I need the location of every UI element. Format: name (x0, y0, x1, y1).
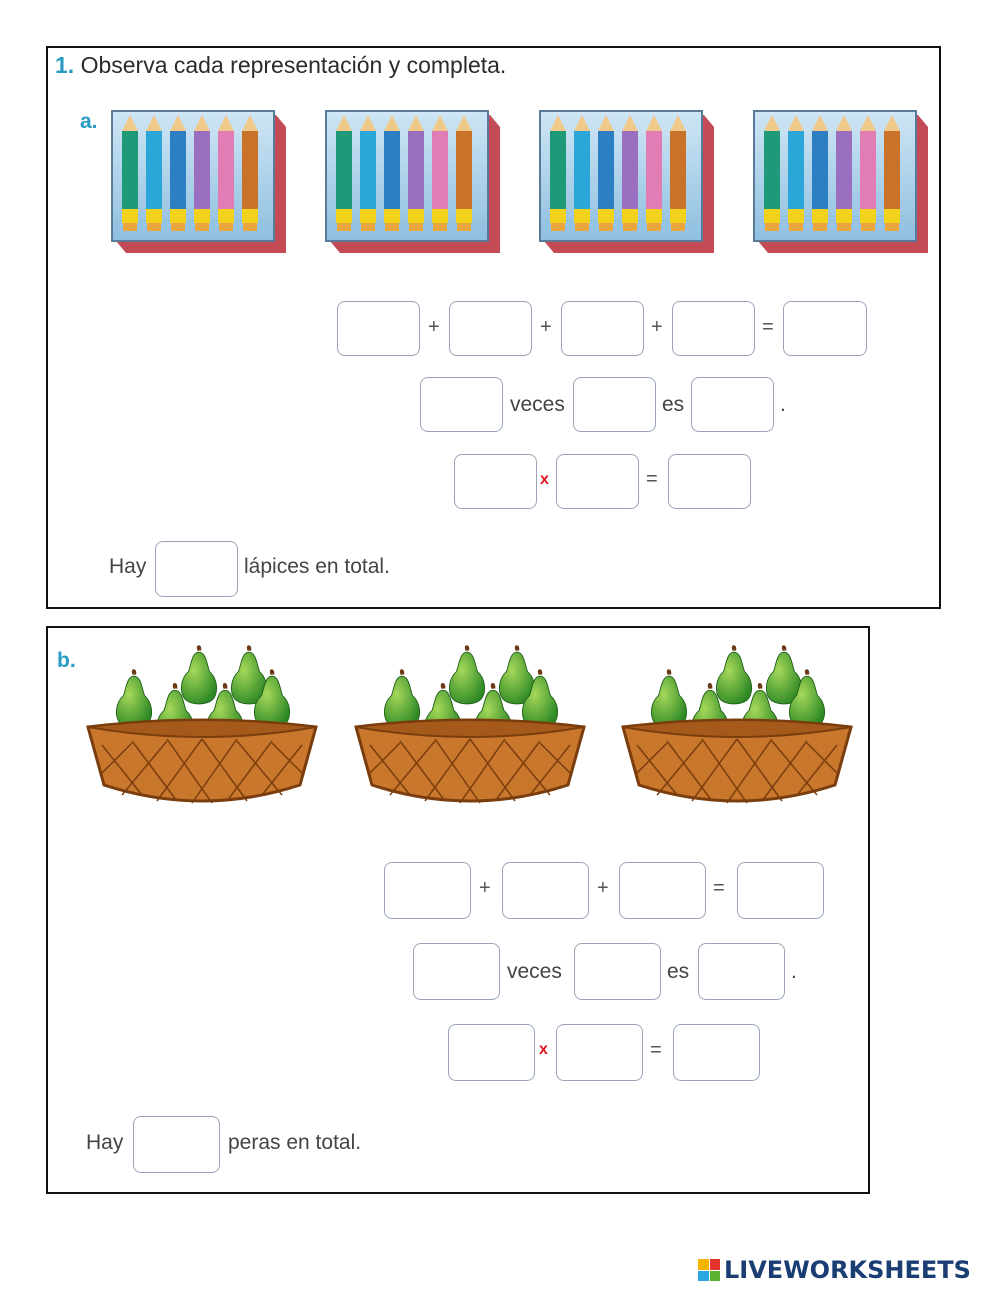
answer-box-a-total[interactable] (155, 541, 238, 597)
veces-label: veces (510, 393, 565, 416)
hay-label: Hay (86, 1131, 124, 1154)
pear-basket-icon (350, 635, 590, 813)
total-pears-label: peras en total. (228, 1131, 362, 1154)
answer-box-a-product[interactable] (668, 454, 751, 509)
answer-box-b-result[interactable] (698, 943, 785, 1000)
answer-box-a-addend-1[interactable] (337, 301, 420, 356)
answer-box-b-addend-3[interactable] (619, 862, 706, 919)
hay-label: Hay (109, 555, 147, 578)
answer-box-b-addend-1[interactable] (384, 862, 471, 919)
times-sign: x (540, 471, 549, 488)
equals-sign: = (646, 468, 658, 490)
es-label: es (662, 393, 685, 416)
pencil-box-icon (108, 107, 288, 255)
es-label: es (667, 960, 690, 983)
brand-name: LIVEWORKSHEETS (724, 1256, 971, 1284)
plus-sign: + (540, 316, 552, 338)
pencil-box-icon (322, 107, 502, 255)
answer-box-b-product[interactable] (673, 1024, 760, 1081)
total-pencils-label: lápices en total. (244, 555, 390, 578)
part-a-label: a. (80, 110, 98, 133)
answer-box-b-total[interactable] (133, 1116, 220, 1173)
answer-box-b-addend-2[interactable] (502, 862, 589, 919)
answer-box-a-sum[interactable] (783, 301, 867, 356)
plus-sign: + (597, 877, 609, 899)
liveworksheets-mark-icon (698, 1259, 720, 1281)
pencil-box-icon (536, 107, 716, 255)
part-b-label: b. (57, 649, 76, 672)
exercise-title: 1. Observa cada representación y complet… (55, 52, 506, 79)
veces-label: veces (507, 960, 562, 983)
pear-basket-icon (617, 635, 857, 813)
liveworksheets-logo: LIVEWORKSHEETS (698, 1255, 971, 1285)
answer-box-a-times-count[interactable] (420, 377, 503, 432)
period: . (780, 393, 786, 416)
answer-box-b-times-count[interactable] (413, 943, 500, 1000)
times-sign: x (539, 1041, 548, 1058)
exercise-instruction: Observa cada representación y completa. (80, 52, 507, 78)
pencil-box-icon (750, 107, 930, 255)
answer-box-a-result[interactable] (691, 377, 774, 432)
answer-box-a-addend-2[interactable] (449, 301, 532, 356)
answer-box-a-addend-4[interactable] (672, 301, 755, 356)
answer-box-b-sum[interactable] (737, 862, 824, 919)
period: . (791, 960, 797, 983)
plus-sign: + (651, 316, 663, 338)
answer-box-b-factor-2[interactable] (556, 1024, 643, 1081)
pear-basket-icon (82, 635, 322, 813)
answer-box-a-group-size[interactable] (573, 377, 656, 432)
equals-sign: = (713, 877, 725, 899)
answer-box-a-factor-2[interactable] (556, 454, 639, 509)
equals-sign: = (762, 316, 774, 338)
answer-box-a-addend-3[interactable] (561, 301, 644, 356)
answer-box-b-group-size[interactable] (574, 943, 661, 1000)
plus-sign: + (479, 877, 491, 899)
plus-sign: + (428, 316, 440, 338)
exercise-number: 1. (55, 52, 75, 78)
answer-box-a-factor-1[interactable] (454, 454, 537, 509)
equals-sign: = (650, 1039, 662, 1061)
answer-box-b-factor-1[interactable] (448, 1024, 535, 1081)
